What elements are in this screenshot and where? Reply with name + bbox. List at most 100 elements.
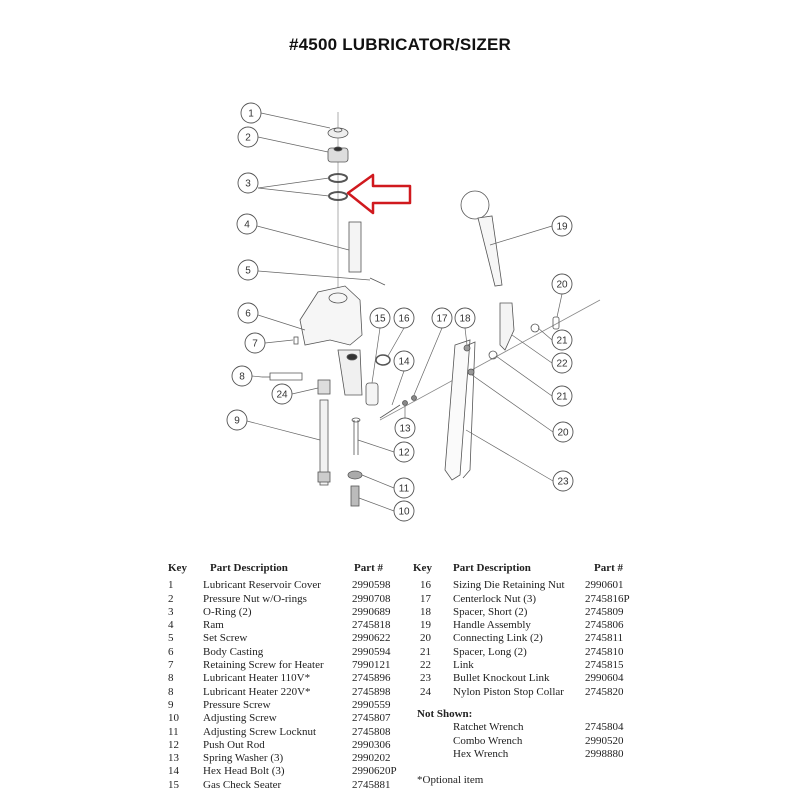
callout-number: 14 [398,357,410,368]
cell-part: 2990520 [585,734,624,747]
cell-part: 2745810 [585,645,624,658]
callout-12: 12 [393,441,415,463]
callout-circle [237,302,259,324]
callout-number: 11 [399,484,410,495]
callout-22: 22 [551,352,573,374]
reservoir-cover [327,127,349,139]
cell-part: 7990121 [352,659,391,672]
callout-circle [369,307,391,329]
cell-description: Pressure Nut w/O-rings [203,592,307,605]
callout-circle [244,332,266,354]
header-part: Part # [354,562,384,574]
cell-description: Connecting Link (2) [453,632,543,645]
callout-circle [271,383,293,405]
handle-assembly [477,215,503,287]
cell-key: 5 [168,632,174,645]
callout-number: 18 [459,314,471,325]
cell-part: 2745815 [585,659,624,672]
callout-16: 16 [393,307,415,329]
table-header: Key Part Description Part # [168,562,398,575]
callout-number: 17 [436,314,448,325]
callout-circle [394,417,416,439]
callout-20: 20 [552,421,574,443]
leader-lines [246,112,563,512]
callout-4: 4 [236,213,258,235]
callout-8: 8 [231,365,253,387]
callout-number: 12 [398,448,410,459]
header-key: Key [168,562,187,574]
exploded-diagram: 1234567824915161417181312111019202122212… [226,102,601,522]
callout-number: 13 [399,424,411,435]
cell-part: 2745816P [585,592,630,605]
cell-key: 2 [168,592,174,605]
cell-part: 2990708 [352,592,391,605]
table-row: 8 Lubricant Heater 220V* 2745898 [168,686,398,699]
cell-description: Ram [203,619,224,632]
callout-11: 11 [393,477,415,499]
table-row: 17 Centerlock Nut (3) 2745816P [413,593,643,606]
cell-description: Retaining Screw for Heater [203,659,324,672]
cell-key: 21 [420,645,431,658]
callout-number: 24 [276,390,288,401]
callout-21: 21 [551,385,573,407]
cell-description: Set Screw [203,632,248,645]
callout-number: 8 [239,372,245,383]
callout-18: 18 [454,307,476,329]
callout-15: 15 [369,307,391,329]
cell-key: 4 [168,619,174,632]
callout-10: 10 [393,500,415,522]
callout-number: 3 [245,179,251,190]
callout-5: 5 [237,259,259,281]
callout-circle [393,350,415,372]
cell-description: Handle Assembly [453,619,531,632]
cell-description: Body Casting [203,645,264,658]
cell-part: 2990604 [585,672,624,685]
cell-description: Centerlock Nut (3) [453,592,537,605]
cell-key: 8 [168,685,174,698]
table-row: 2 Pressure Nut w/O-rings 2990708 [168,593,398,606]
cell-part: 2990594 [352,645,391,658]
callout-number: 20 [557,428,569,439]
cell-key: 17 [420,592,431,605]
cell-part: 2745820 [585,685,624,698]
cell-description: Ratchet Wrench [453,721,524,734]
cell-part: 2745804 [585,721,624,734]
callout-circle [431,307,453,329]
callout-number: 20 [556,280,568,291]
cell-key: 22 [420,659,431,672]
callout-circle [551,385,573,407]
callout-circle [393,307,415,329]
callout-number: 9 [234,416,240,427]
cell-key: 24 [420,685,431,698]
cell-part: 2745811 [585,632,624,645]
cell-description: Pressure Screw [203,698,271,711]
cell-part: 2998880 [585,747,624,760]
cell-description: Gas Check Seater [203,778,282,791]
footnote: *Optional item [417,774,484,787]
callout-circle [551,352,573,374]
cell-part: 2745898 [352,685,391,698]
callout-1: 1 [240,102,262,124]
cell-description: Combo Wrench [453,734,523,747]
table-header: Key Part Description Part # [413,562,643,575]
cell-part: 2990620P [352,765,397,778]
cell-part: 2990601 [585,579,624,592]
cell-part: 2990622 [352,632,391,645]
callout-circle [236,213,258,235]
cell-description: Lubricant Heater 220V* [203,685,311,698]
diagram-parts [262,112,601,507]
